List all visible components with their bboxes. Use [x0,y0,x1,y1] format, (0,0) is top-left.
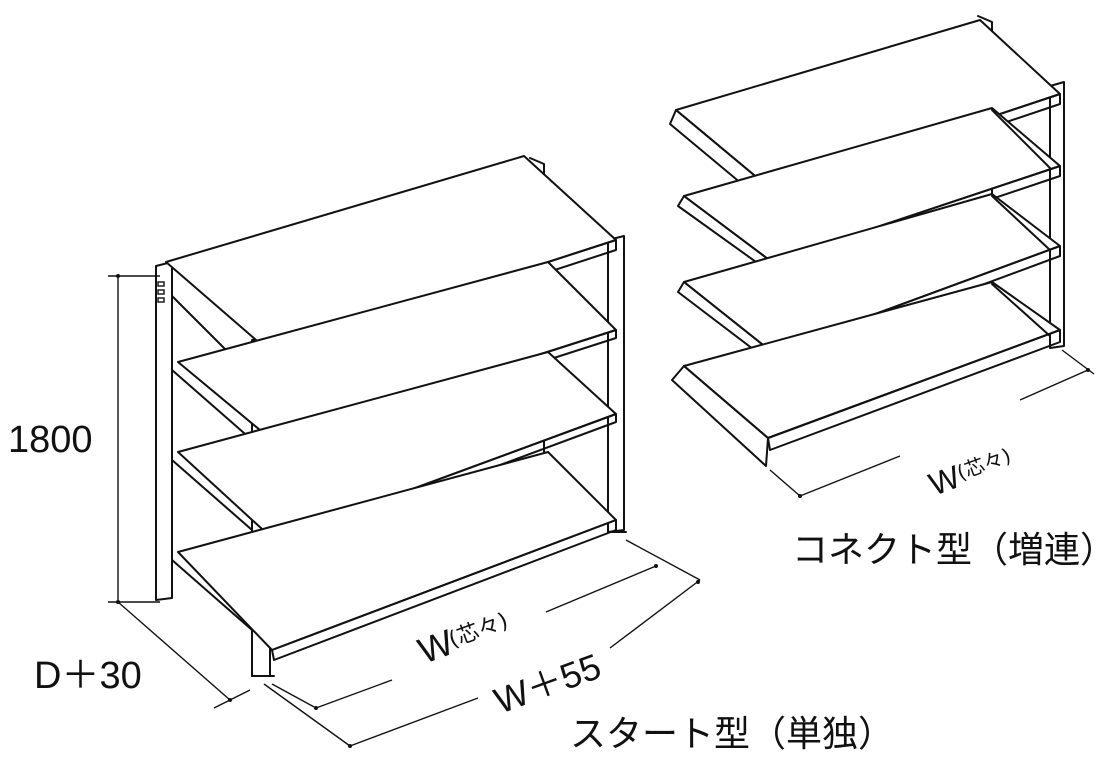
start-type-caption: スタート型（単独） [570,714,894,755]
connect-type-caption: コネクト型（増連） [792,530,1112,571]
connect-width-pitch-label: W (芯々) [924,443,1014,502]
start-width-pitch-label: W (芯々) [413,609,512,672]
connect-front-post [1049,81,1065,349]
start-total-width-text: W＋55 [489,645,606,721]
back-left-post [155,261,173,601]
start-width-pitch-note: (芯々) [446,609,512,653]
depth-dimension-line [117,601,231,701]
front-right-post [607,235,625,533]
height-label: 1800 [8,419,93,461]
start-type-shelf [155,155,627,677]
dimension-lines [108,274,1095,748]
depth-label: D＋30 [34,655,142,697]
post-slots-back [157,281,165,303]
connect-width-pitch-note: (芯々) [954,443,1014,485]
connect-type-shelf [669,15,1065,467]
start-total-width-label: W＋55 [489,645,606,721]
